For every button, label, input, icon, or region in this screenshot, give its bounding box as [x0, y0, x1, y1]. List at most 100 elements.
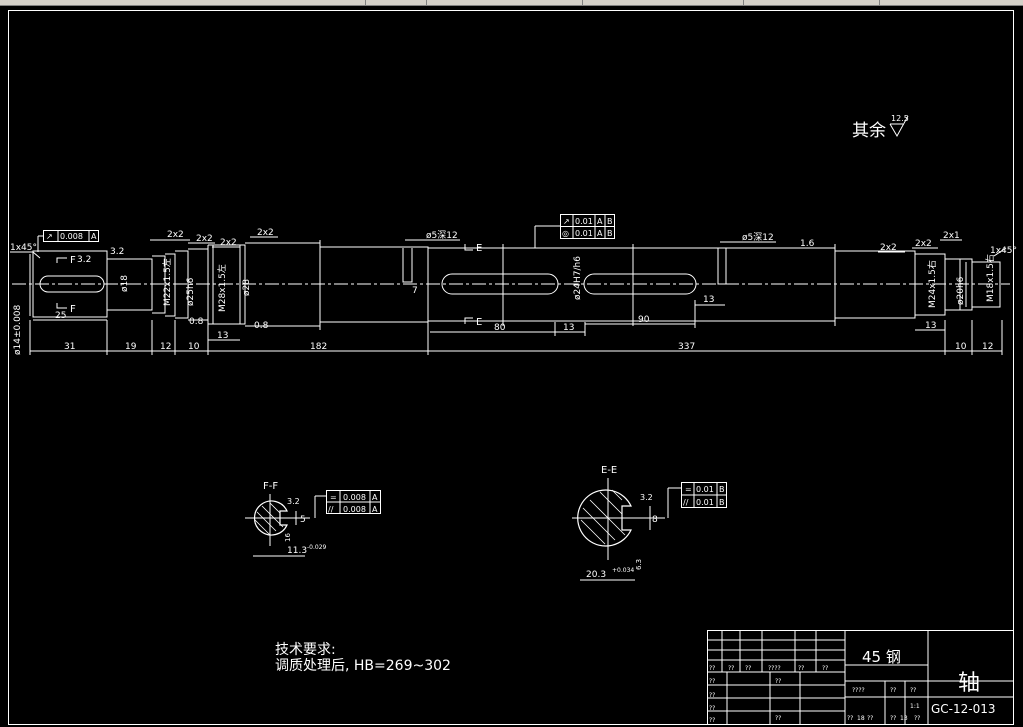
svg-text:25: 25 — [55, 311, 66, 321]
svg-text:0.008: 0.008 — [60, 232, 83, 241]
svg-text:??: ?? — [775, 715, 781, 722]
svg-text:F: F — [70, 304, 76, 315]
svg-text:182: 182 — [310, 342, 327, 352]
section-ee: E-E 8 20.3 +0.034 3.2 6.3 = 0.01 B // 0.… — [572, 465, 727, 581]
svg-text:????: ???? — [852, 687, 865, 694]
roughness-note: 其余 12.5 — [852, 114, 909, 141]
svg-text:??: ?? — [890, 715, 896, 722]
svg-text:??: ?? — [709, 665, 715, 672]
svg-text:-0.029: -0.029 — [307, 544, 327, 551]
svg-text:ø18: ø18 — [120, 275, 130, 292]
toolbar-segment — [366, 0, 427, 5]
svg-text:F: F — [70, 255, 76, 266]
svg-text:18: 18 — [857, 715, 865, 722]
svg-text:ø25h6: ø25h6 — [186, 277, 196, 306]
title-block: 45 钢 轴 GC-12-013 1:1 ?? ?? ?? ???? ?? ??… — [707, 630, 1014, 725]
svg-text:0.008: 0.008 — [343, 505, 366, 514]
svg-text:6.3: 6.3 — [635, 559, 643, 570]
svg-text:0.8: 0.8 — [254, 321, 269, 331]
svg-text:1.6: 1.6 — [800, 239, 815, 249]
groove-labels: 1x45° 2x2 2x2 2x2 2x2 2x2 2x2 2x1 1x45° … — [10, 228, 1017, 331]
svg-text:A: A — [372, 505, 378, 514]
section-ff: F-F 5 11.3 -0.029 3.2 16 = 0.008 A // 0.… — [245, 481, 381, 557]
toolbar-segment — [744, 0, 880, 5]
svg-text:1:1: 1:1 — [910, 703, 920, 710]
svg-text:E: E — [476, 317, 482, 328]
svg-text:ø24H7/h6: ø24H7/h6 — [573, 256, 583, 300]
svg-text://: // — [328, 505, 334, 514]
svg-text:16: 16 — [284, 533, 292, 542]
svg-text:F-F: F-F — [263, 481, 278, 492]
svg-text:0.01: 0.01 — [696, 498, 714, 507]
svg-text:5: 5 — [300, 515, 306, 525]
svg-text:??: ?? — [709, 692, 715, 699]
toolbar-segment — [583, 0, 744, 5]
svg-text:??: ?? — [745, 665, 751, 672]
svg-text:B: B — [607, 229, 613, 238]
svg-text:3.2: 3.2 — [110, 247, 124, 257]
svg-text:12: 12 — [982, 342, 993, 352]
svg-text:80: 80 — [494, 323, 506, 333]
svg-text:E-E: E-E — [601, 465, 617, 476]
svg-text:=: = — [685, 485, 692, 494]
svg-text:A: A — [597, 217, 603, 226]
svg-text:90: 90 — [638, 315, 650, 325]
svg-text:↗: ↗ — [563, 217, 570, 226]
svg-text:1x45°: 1x45° — [990, 246, 1017, 256]
svg-text:轴: 轴 — [958, 671, 980, 696]
svg-text:GC-12-013: GC-12-013 — [931, 702, 996, 716]
svg-text:A: A — [372, 493, 378, 502]
svg-text:0.8: 0.8 — [189, 317, 204, 327]
svg-text:2x2: 2x2 — [880, 243, 897, 253]
toolbar-segment — [427, 0, 583, 5]
svg-text:12.5: 12.5 — [891, 114, 909, 123]
svg-text:??: ?? — [914, 715, 920, 722]
drawing-border — [8, 10, 1014, 725]
svg-text:10: 10 — [188, 342, 200, 352]
svg-text:M28x1.5左: M28x1.5左 — [216, 264, 228, 312]
svg-text:????: ???? — [768, 665, 781, 672]
svg-text:1x45°: 1x45° — [10, 243, 37, 253]
svg-text:E: E — [476, 243, 482, 254]
svg-text:??: ?? — [709, 717, 715, 724]
cad-drawing-canvas[interactable]: 其余 12.5 — [0, 6, 1023, 727]
svg-text:调质处理后, HB=269~302: 调质处理后, HB=269~302 — [275, 658, 451, 674]
svg-text:12: 12 — [160, 342, 171, 352]
svg-text:3.2: 3.2 — [640, 493, 653, 502]
svg-text:7: 7 — [412, 286, 418, 296]
svg-text:13: 13 — [703, 295, 714, 305]
svg-text:+0.034: +0.034 — [612, 567, 634, 574]
svg-text:A: A — [597, 229, 603, 238]
svg-text:B: B — [719, 498, 725, 507]
svg-text:ø5深12: ø5深12 — [742, 232, 774, 243]
svg-text:ø5深12: ø5深12 — [426, 230, 458, 241]
svg-text:A: A — [91, 232, 97, 241]
svg-text:19: 19 — [125, 342, 137, 352]
keyway-dimensions: 80 13 90 13 13 13 25 — [33, 295, 945, 341]
svg-text:20.3: 20.3 — [586, 570, 606, 580]
technical-requirements: 技术要求: 调质处理后, HB=269~302 — [275, 642, 451, 674]
svg-text:↗: ↗ — [46, 232, 53, 241]
svg-text:??: ?? — [910, 687, 916, 694]
svg-text:M22x1.5左: M22x1.5左 — [161, 258, 173, 306]
svg-text:其余: 其余 — [852, 121, 886, 141]
svg-text:3.2: 3.2 — [77, 255, 91, 265]
svg-text:45 钢: 45 钢 — [862, 648, 901, 666]
svg-text:2x2: 2x2 — [257, 228, 274, 238]
top-toolbar-strip — [0, 0, 1023, 6]
svg-text:11.3: 11.3 — [287, 546, 307, 556]
svg-text:0.01: 0.01 — [696, 485, 714, 494]
keyways — [39, 273, 697, 295]
svg-text:??: ?? — [798, 665, 804, 672]
svg-text:ø14±0.008: ø14±0.008 — [13, 304, 23, 355]
svg-text:0.01: 0.01 — [575, 229, 593, 238]
shaft-profile — [29, 240, 1001, 330]
tol-frame-top: ↗ 0.01 A B ◎ 0.01 A B — [534, 214, 615, 248]
svg-text:??: ?? — [867, 715, 873, 722]
svg-text:13: 13 — [217, 331, 228, 341]
svg-text:10: 10 — [955, 342, 967, 352]
svg-text:◎: ◎ — [562, 229, 569, 238]
svg-text:337: 337 — [678, 342, 695, 352]
diameter-labels: ø14±0.008 ø18 M22x1.5左 ø25h6 M28x1.5左 ø2… — [13, 254, 996, 355]
svg-text:技术要求:: 技术要求: — [275, 642, 336, 658]
